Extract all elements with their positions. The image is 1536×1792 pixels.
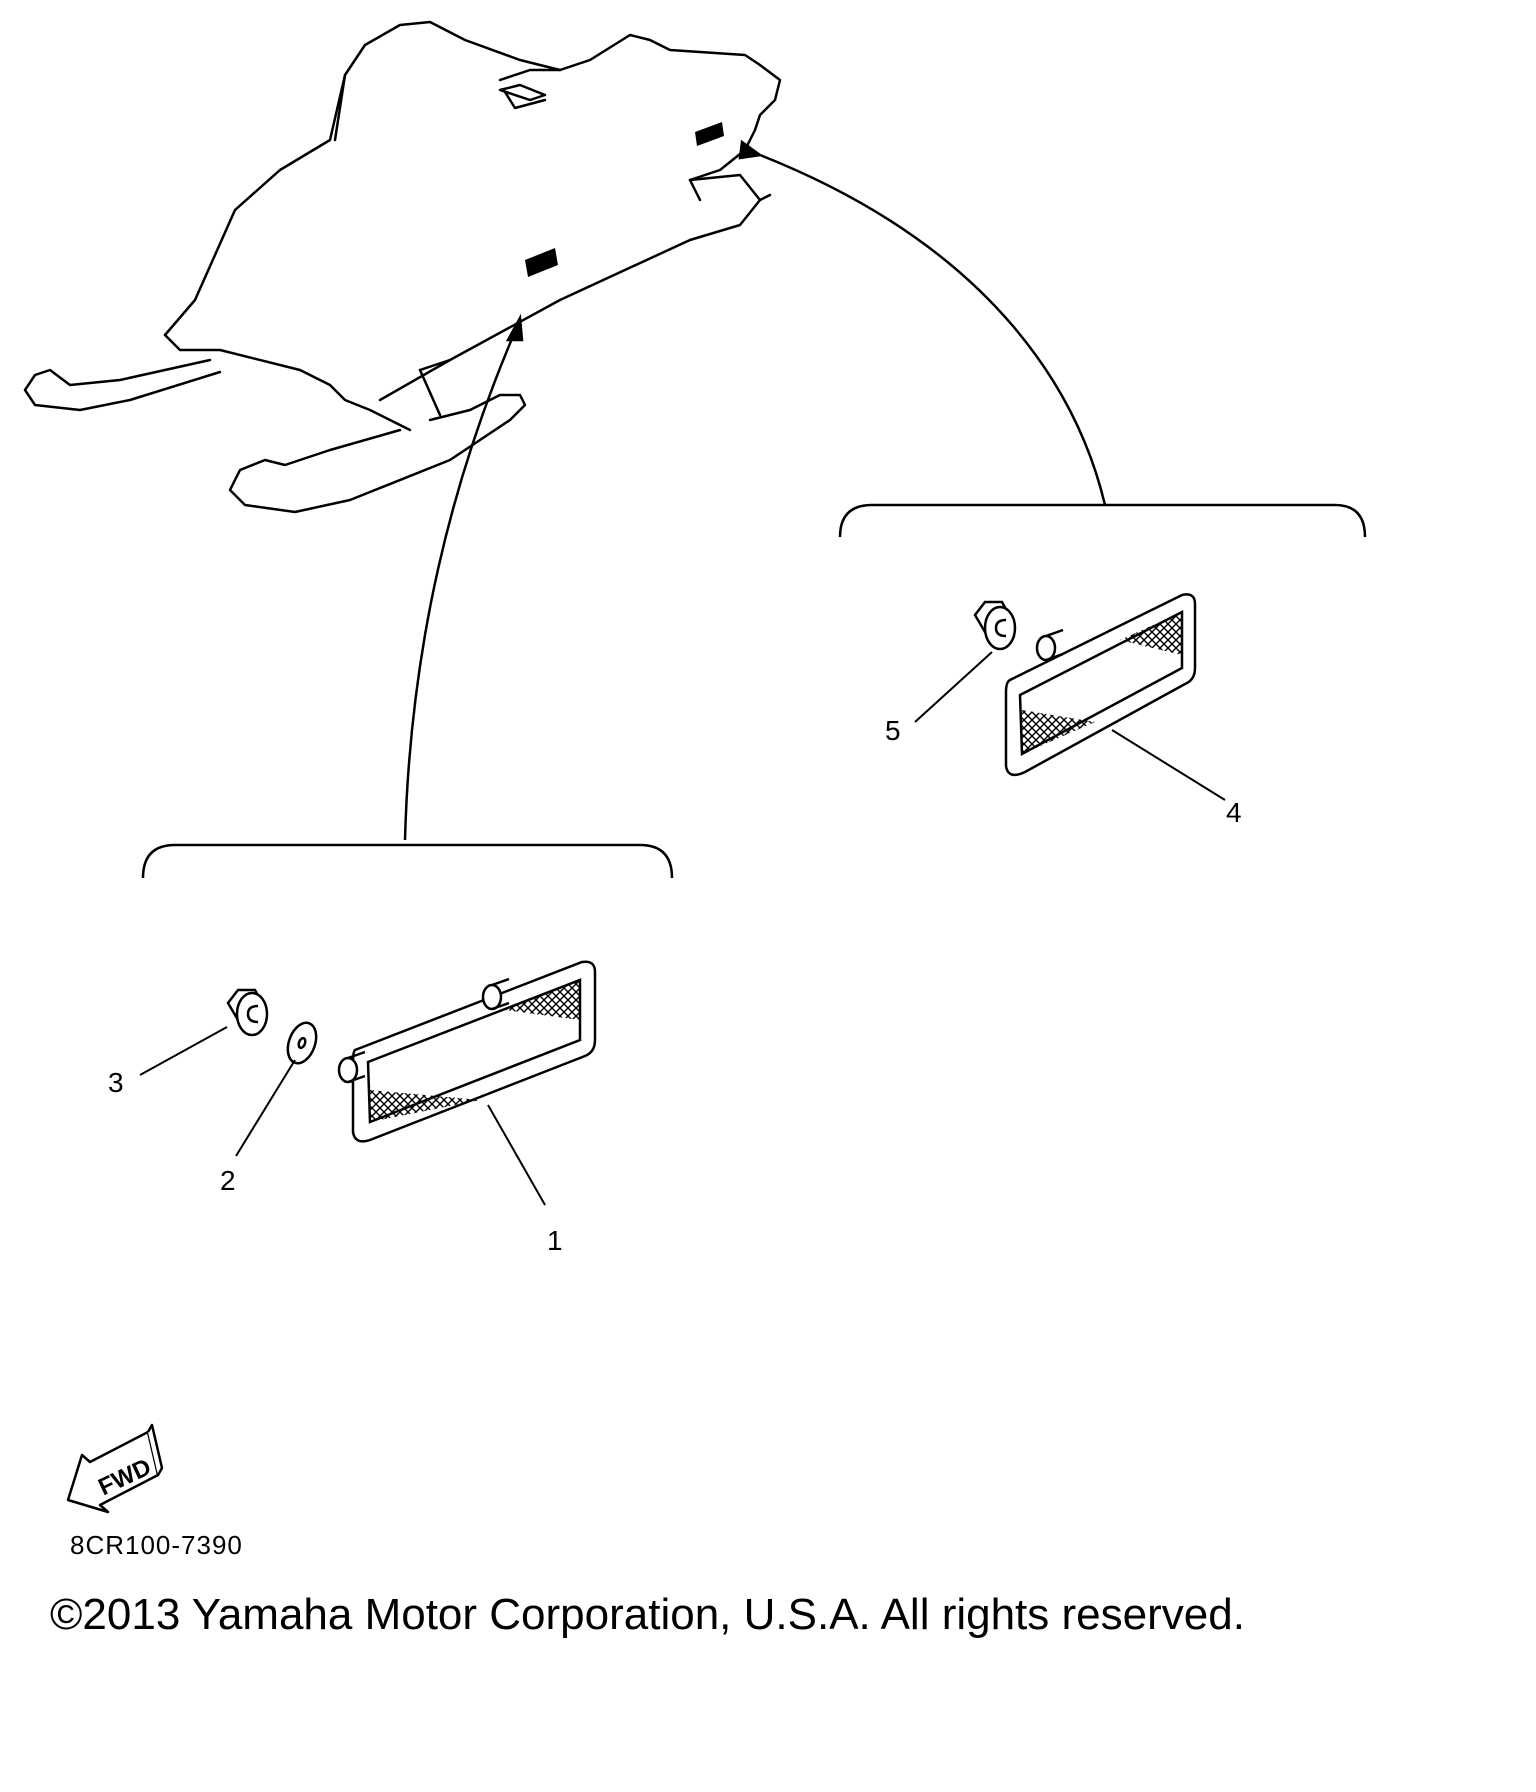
reflector-mounting-marks — [525, 122, 724, 277]
reflector-part-1 — [337, 960, 597, 1143]
nut-part-3 — [226, 988, 269, 1037]
leader-lines — [403, 139, 1107, 841]
reflector-part-4 — [1004, 593, 1197, 777]
callout-1: 1 — [547, 1225, 563, 1256]
callout-leaders — [139, 651, 1226, 1206]
forward-arrow-icon — [66, 1423, 164, 1514]
washer-part-2 — [286, 1021, 318, 1065]
callout-2: 2 — [220, 1165, 236, 1196]
callout-5: 5 — [885, 715, 901, 746]
copyright-notice: ©2013 Yamaha Motor Corporation, U.S.A. A… — [50, 1590, 1245, 1639]
callout-3: 3 — [108, 1067, 124, 1098]
group-brackets — [141, 503, 1367, 879]
nut-part-5 — [973, 600, 1017, 651]
snowmobile-illustration — [23, 20, 782, 514]
part-code: 8CR100-7390 — [70, 1530, 243, 1560]
callout-4: 4 — [1226, 797, 1242, 828]
